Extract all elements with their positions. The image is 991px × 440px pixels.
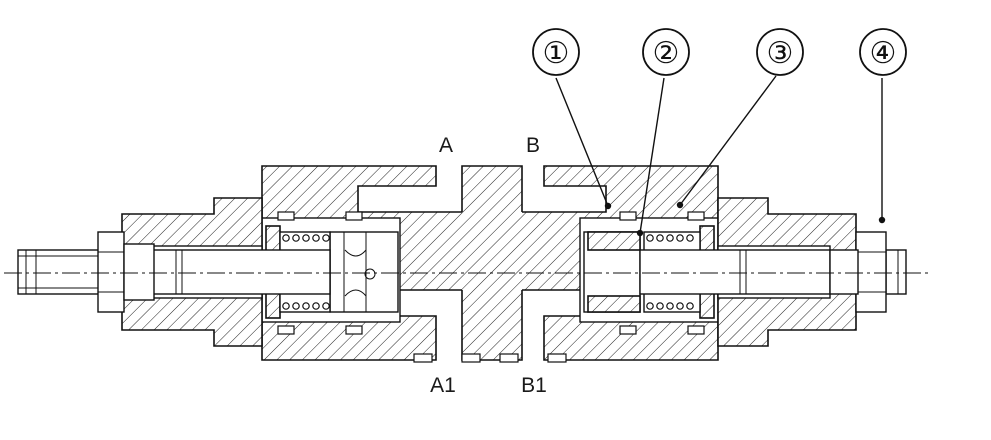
spring-coil-right-top bbox=[646, 234, 654, 242]
left-adjusting-screw bbox=[17, 231, 155, 313]
spring-coil-right-bottom bbox=[686, 302, 694, 310]
spring-coil-left-top bbox=[282, 234, 290, 242]
callout-1: ① bbox=[532, 28, 580, 76]
callout-3: ③ bbox=[756, 28, 804, 76]
right-spool bbox=[583, 231, 641, 313]
callout-4: ④ bbox=[859, 28, 907, 76]
spring-coil-right-top bbox=[686, 234, 694, 242]
spring-coil-right-bottom bbox=[666, 302, 674, 310]
port-b1-label: B1 bbox=[521, 374, 547, 397]
right-rod bbox=[639, 249, 831, 295]
spring-coil-left-top bbox=[302, 234, 310, 242]
callout-2-label: ② bbox=[653, 36, 680, 71]
spring-coil-right-top bbox=[666, 234, 674, 242]
callout-leaders bbox=[555, 75, 886, 237]
spring-coil-right-bottom bbox=[646, 302, 654, 310]
spring-coil-right-top bbox=[676, 234, 684, 242]
callout-3-label: ③ bbox=[767, 36, 794, 71]
callout-2: ② bbox=[642, 28, 690, 76]
port-a-label: A bbox=[439, 134, 453, 157]
right-adjusting-screw bbox=[829, 231, 907, 313]
left-spool bbox=[329, 231, 399, 313]
seals bbox=[277, 211, 705, 363]
port-a1-label: A1 bbox=[430, 374, 456, 397]
spring-coil-right-bottom bbox=[656, 302, 664, 310]
spring-coil-right-top bbox=[656, 234, 664, 242]
spring-coil-right-bottom bbox=[676, 302, 684, 310]
spring-coil-left-bottom bbox=[292, 302, 300, 310]
spring-coil-left-bottom bbox=[302, 302, 310, 310]
callout-4-label: ④ bbox=[870, 36, 897, 71]
port-b-label: B bbox=[526, 134, 540, 157]
callout-1-label: ① bbox=[543, 36, 570, 71]
spring-coil-left-bottom bbox=[312, 302, 320, 310]
spring-coil-left-top bbox=[292, 234, 300, 242]
spring-coil-left-bottom bbox=[282, 302, 290, 310]
spring-coil-left-top bbox=[312, 234, 320, 242]
spring-coil-left-bottom bbox=[322, 302, 330, 310]
spring-coil-left-top bbox=[322, 234, 330, 242]
left-rod bbox=[149, 249, 331, 295]
